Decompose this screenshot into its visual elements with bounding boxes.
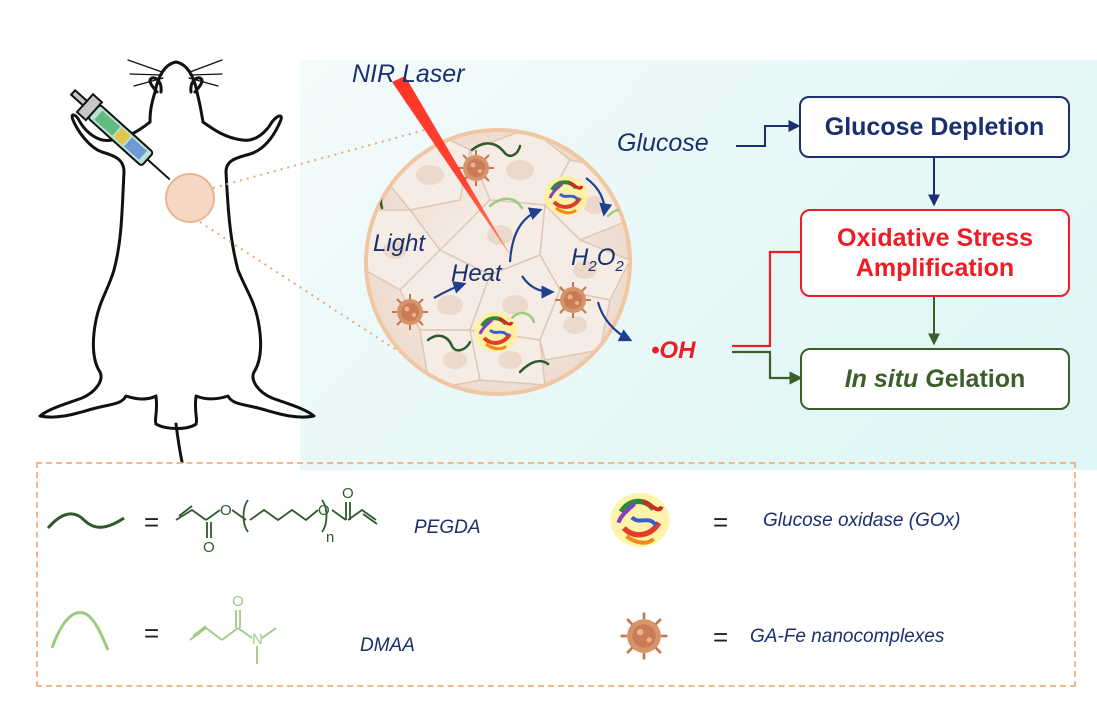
dmaa-oxygen: O — [232, 593, 244, 610]
gafe-label: GA-Fe nanocomplexes — [750, 626, 945, 647]
dmaa-chain-symbol — [50, 611, 110, 651]
pegda-oxygen-1: O — [220, 502, 232, 519]
pegda-oxygen-4: O — [342, 485, 354, 502]
equals-sign: = — [144, 507, 160, 537]
h2o2-label: H2O2 — [571, 244, 624, 275]
glucose-label: Glucose — [617, 129, 709, 157]
pegda-chain-symbol — [46, 512, 125, 529]
tissue-zoom — [364, 128, 633, 396]
pegda-label: PEGDA — [414, 517, 481, 538]
hydroxyl-radical-label: •OH — [651, 337, 696, 364]
pegda-repeat-n: n — [326, 529, 335, 546]
nir-laser-beam — [392, 76, 512, 258]
nir-laser-label: NIR Laser — [352, 60, 465, 88]
dmaa-structure — [189, 610, 277, 664]
legend-box — [36, 462, 1076, 687]
equals-sign: = — [144, 618, 160, 648]
pegda-oxygen-2: O — [203, 539, 215, 556]
legend-graphics — [46, 493, 670, 664]
in-situ-gelation-box: In situ Gelation — [800, 348, 1070, 410]
syringe-icon — [69, 88, 171, 181]
heat-label: Heat — [451, 260, 502, 287]
dmaa-label: DMAA — [360, 635, 415, 656]
equals-sign: = — [713, 622, 729, 652]
gox-label: Glucose oxidase (GOx) — [763, 510, 961, 531]
equals-sign: = — [713, 507, 729, 537]
pegda-oxygen-3: O — [318, 502, 330, 519]
light-label: Light — [373, 230, 426, 257]
flow-connectors — [732, 120, 940, 385]
oxidative-stress-box: Oxidative Stress Amplification — [800, 209, 1070, 297]
glucose-depletion-box: Glucose Depletion — [799, 96, 1070, 158]
injection-site — [165, 173, 215, 223]
dmaa-nitrogen: N — [252, 631, 263, 648]
mouse-illustration — [38, 59, 316, 464]
zoom-line-top — [212, 127, 433, 189]
pegda-structure — [175, 499, 378, 538]
